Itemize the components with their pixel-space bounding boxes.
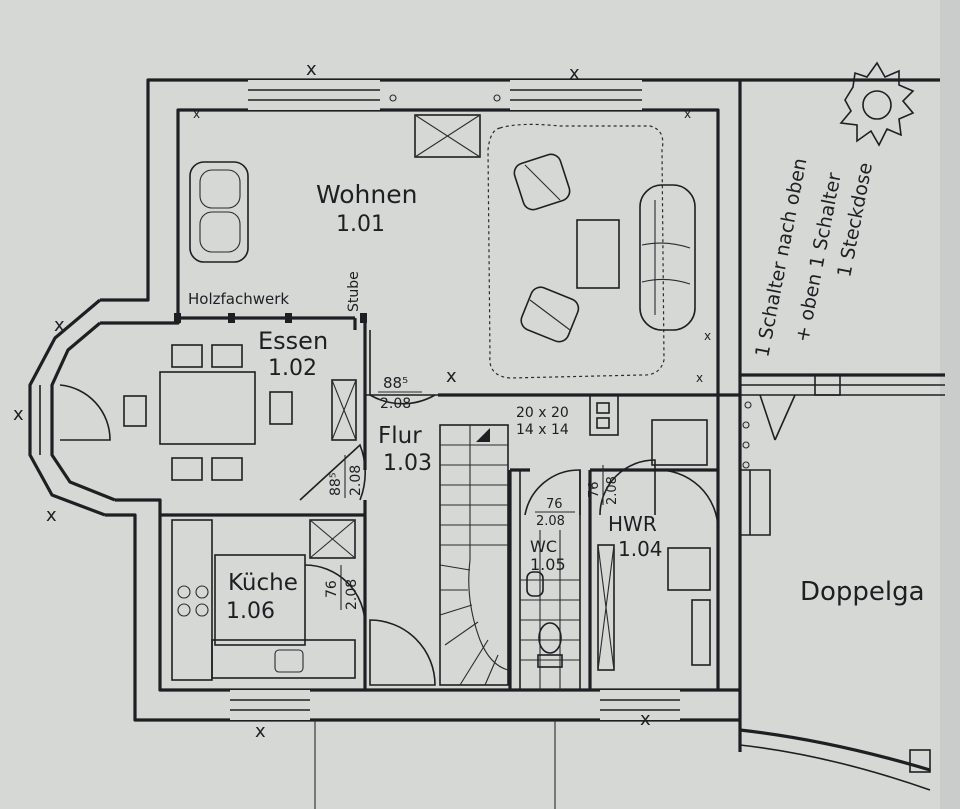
flur-door-width: 88⁵ (383, 374, 408, 392)
doors (59, 330, 771, 686)
svg-text:x: x (46, 505, 57, 526)
wc-door-height: 2.08 (536, 514, 565, 529)
wc-door-width: 76 (546, 497, 563, 512)
hwr-fixtures (597, 419, 711, 671)
doppelgarage-label: Doppelga (800, 577, 925, 607)
room-labels: Wohnen 1.01 Essen 1.02 Flur 1.03 HWR 1.0… (226, 180, 663, 624)
stube-label: Stube (346, 271, 362, 312)
room-flur-name: Flur (378, 423, 422, 449)
living-furniture (189, 114, 696, 379)
dining-furniture (123, 344, 357, 481)
hwr-door-height: 2.08 (605, 476, 620, 505)
kitchen-door-width: 76 (324, 580, 340, 598)
toilet-icon (537, 622, 563, 668)
svg-text:x: x (640, 709, 651, 730)
stove-icon (177, 585, 209, 617)
svg-text:x: x (696, 371, 703, 385)
staircase (439, 424, 509, 686)
room-essen-name: Essen (258, 327, 328, 355)
room-hwr-number: 1.04 (618, 537, 663, 561)
room-wc-name: WC (530, 537, 557, 556)
room-wohnen-number: 1.01 (336, 212, 385, 237)
svg-text:x: x (569, 63, 580, 84)
svg-text:x: x (684, 107, 691, 121)
holzfachwerk-label: Holzfachwerk (188, 290, 289, 308)
windows (39, 80, 680, 720)
svg-text:x: x (255, 721, 266, 742)
room-wc-number: 1.05 (530, 555, 566, 574)
kitchen-furniture (171, 519, 356, 681)
wc-fixtures (520, 530, 580, 690)
svg-text:x: x (13, 404, 24, 425)
room-flur-number: 1.03 (383, 451, 432, 476)
socket-marks (389, 94, 752, 469)
switch-marks: x x x x x x x x x x x x (13, 59, 711, 742)
svg-text:x: x (306, 59, 317, 80)
room-wohnen-name: Wohnen (316, 180, 417, 209)
stair-arrow-icon (476, 428, 490, 442)
sun-icon (839, 61, 915, 147)
flur-door-height: 2.08 (380, 396, 411, 412)
svg-text:x: x (193, 107, 200, 121)
garage-outline (314, 373, 945, 809)
interior-walls (160, 313, 718, 690)
kitchen-side-width: 88⁵ (328, 473, 344, 496)
hwr-door-width: 76 (587, 481, 602, 498)
door-dimensions: 88⁵ 2.08 88⁵ 2.08 76 2.08 76 2.08 76 2.0… (324, 374, 620, 610)
kitchen-door-height: 2.08 (344, 579, 360, 610)
room-hwr-name: HWR (608, 512, 657, 536)
svg-text:x: x (446, 366, 457, 387)
room-kueche-name: Küche (228, 570, 298, 596)
kitchen-side-height: 2.08 (348, 465, 364, 496)
svg-text:x: x (704, 329, 711, 343)
room-kueche-number: 1.06 (226, 599, 275, 624)
svg-text:x: x (54, 315, 65, 336)
chimney-label-inner: 14 x 14 (516, 422, 569, 438)
paper-edge (940, 0, 960, 809)
chimney-label: 20 x 20 (516, 405, 569, 421)
room-essen-number: 1.02 (268, 356, 317, 381)
